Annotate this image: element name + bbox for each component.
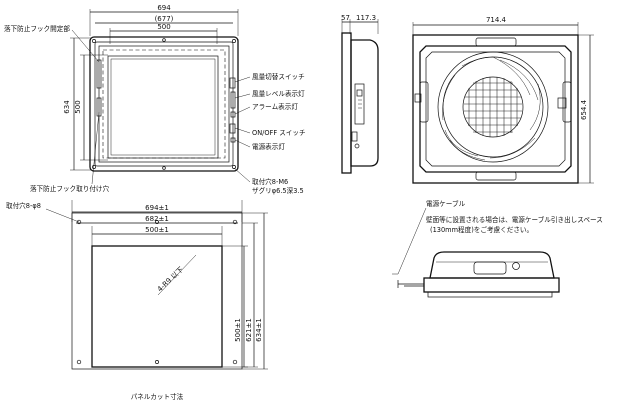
label-onoff-switch: ON/OFF スイッチ — [252, 129, 306, 137]
cable-view: 電源ケーブル 壁面等に設置される場合は、電源ケーブル引き出しスペース (130m… — [392, 199, 603, 298]
cable-title: 電源ケーブル — [426, 199, 466, 208]
label-fall-hook-part: 落下防止フック開定部 — [4, 24, 70, 33]
cutout-height-mid: 621±1 — [245, 318, 253, 342]
cutout-width-mid: 682±1 — [145, 215, 169, 223]
label-airflow-switch: 風量切替スイッチ — [252, 72, 305, 81]
cutout-outer-rect — [71, 212, 243, 370]
label-alarm-indicator: アラーム表示灯 — [252, 102, 298, 111]
side-flange — [341, 32, 352, 174]
front-width-dimensions — [89, 9, 239, 44]
front-window — [107, 55, 219, 159]
cable-body — [429, 251, 555, 279]
label-counterbore: ザグリφ6.5深3.5 — [252, 186, 304, 195]
airflow-switch-icon — [229, 77, 236, 89]
back-width: 714.4 — [486, 16, 507, 24]
label-power-indicator: 電源表示灯 — [252, 142, 285, 151]
side-body — [350, 39, 379, 167]
side-view: 57 117.3 — [341, 14, 379, 174]
cutout-diagonal: 4-R9 以下 — [156, 265, 185, 293]
cutout-height-inner: 500±1 — [234, 318, 242, 342]
front-width-inner: (677) — [155, 15, 174, 23]
front-width-overall: 694 — [157, 4, 171, 12]
back-frame — [412, 34, 579, 184]
fan-grille-lines — [464, 77, 522, 137]
cable-note-line1: 壁面等に設置される場合は、電源ケーブル引き出しスペース — [426, 215, 603, 224]
front-width-window: 500 — [157, 23, 170, 31]
cutout-opening — [91, 245, 223, 368]
cutout-width-inner: 500±1 — [145, 226, 169, 234]
cutout-width-outer: 694±1 — [145, 204, 169, 212]
front-height-overall: 634 — [63, 100, 71, 114]
front-panel-outline — [89, 36, 239, 172]
front-height-window: 500 — [74, 100, 82, 113]
front-view: 694 (677) 500 634 500 — [4, 4, 306, 195]
alarm-indicator-icon — [230, 111, 236, 118]
cable-note-line2: (130mm程度)をご考慮ください。 — [430, 225, 533, 234]
side-control-box — [354, 83, 365, 125]
side-dim-a: 57 — [341, 14, 350, 22]
cutout-height-outer: 634±1 — [255, 318, 263, 342]
back-handle-right — [562, 81, 572, 123]
label-hook-hole: 落下防止フック取り付け穴 — [30, 184, 110, 193]
fan-housing — [437, 51, 549, 163]
level-indicator-icon — [230, 91, 236, 109]
back-view: 714.4 654.4 — [412, 16, 594, 184]
cutout-caption: パネルカット寸法 — [131, 392, 184, 401]
side-dim-b: 117.3 — [356, 14, 376, 22]
cable-flange — [423, 277, 560, 293]
fan-blades — [442, 56, 541, 161]
power-cable — [397, 280, 424, 288]
label-mount-holes: 取付穴8-M6 — [252, 177, 288, 186]
cutout-view: 取付穴8-φ8 694±1 682±1 500±1 4-R9 以下 500±1 … — [6, 200, 268, 401]
fan-grille — [462, 76, 524, 138]
front-leaders — [71, 29, 251, 185]
back-height: 654.4 — [580, 99, 588, 120]
front-height-dimensions — [70, 37, 108, 171]
cutout-hole-label: 取付穴8-φ8 — [6, 201, 41, 210]
onoff-switch-icon — [229, 123, 236, 134]
label-level-indicator: 風量レベル表示灯 — [252, 89, 305, 98]
